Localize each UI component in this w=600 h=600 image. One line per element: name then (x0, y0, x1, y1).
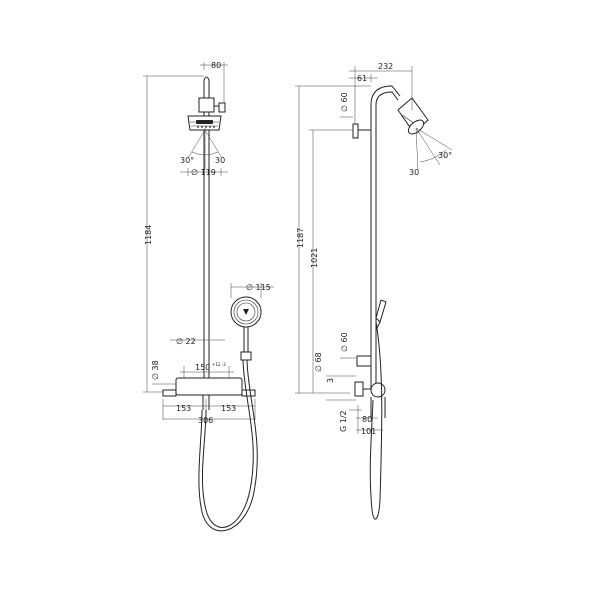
dim-height-1021: 1021 (310, 248, 319, 268)
spray-angle-lines (187, 128, 223, 170)
dim-line-height-1021 (309, 129, 353, 393)
side-view: 30 30° ∅ 60 232 61 1187 (295, 62, 453, 520)
dim-projection: 232 (378, 62, 393, 71)
side-spray-angle-lines (415, 127, 453, 171)
dim-height-1187: 1187 (296, 228, 305, 248)
dim-angle-left: 30° (180, 156, 194, 165)
dim-line-depths (356, 405, 383, 434)
side-upper-knob (352, 123, 371, 139)
dim-line-head-diameter (180, 168, 228, 176)
dim-rail-diameter: ∅ 22 (176, 337, 196, 346)
dim-line-offsets (162, 399, 256, 420)
dim-overall-height: 1184 (144, 225, 153, 245)
hand-shower (230, 296, 262, 361)
side-hand-shower (375, 299, 387, 331)
dim-inlet-diameter-side: ∅ 68 (314, 352, 323, 372)
dim-small-gap: 3 (326, 378, 335, 383)
dim-knob-diameter: ∅ 60 (340, 92, 349, 112)
dim-depth-101: 101 (361, 427, 376, 436)
side-lower-knobs (354, 355, 372, 397)
shower-arm (198, 97, 226, 113)
dim-line-pipe-top-width (200, 62, 228, 103)
dim-arm-offset: 61 (357, 74, 367, 83)
dim-line-projection (349, 66, 413, 124)
dim-line-handshower-diameter (230, 283, 274, 298)
side-shower-hose (369, 321, 383, 520)
thermostat-mixer (162, 377, 256, 410)
dim-centres-tolerance: +12 -3 (212, 362, 226, 367)
front-view: 30° 30 ∅ 119 80 1184 (143, 61, 274, 532)
dim-lower-knob-diameter: ∅ 60 (340, 332, 349, 352)
dim-depth-80: 80 (362, 415, 372, 424)
side-shower-head (397, 97, 429, 135)
dim-side-angle-upper: 30° (438, 151, 452, 160)
shower-hose (201, 359, 254, 528)
dim-offset-left: 153 (176, 404, 191, 413)
dim-offset-right: 153 (221, 404, 236, 413)
side-riser-pipe (370, 85, 401, 390)
dim-head-diameter: ∅ 119 (191, 168, 216, 177)
dim-centres: 150 (195, 363, 210, 372)
dim-line-centres (180, 366, 234, 378)
dim-handshower-diameter: ∅ 115 (246, 283, 271, 292)
dim-inlet-diameter: ∅ 38 (151, 360, 160, 380)
dim-angle-right: 30 (215, 156, 225, 165)
dim-thread: G 1/2 (339, 410, 348, 432)
dim-pipe-top-width: 80 (211, 61, 221, 70)
overhead-shower-head (187, 115, 222, 131)
dim-line-height-1187 (295, 85, 371, 394)
dim-side-angle-lower: 30 (409, 168, 419, 177)
dim-line-arm-offset (349, 74, 378, 82)
